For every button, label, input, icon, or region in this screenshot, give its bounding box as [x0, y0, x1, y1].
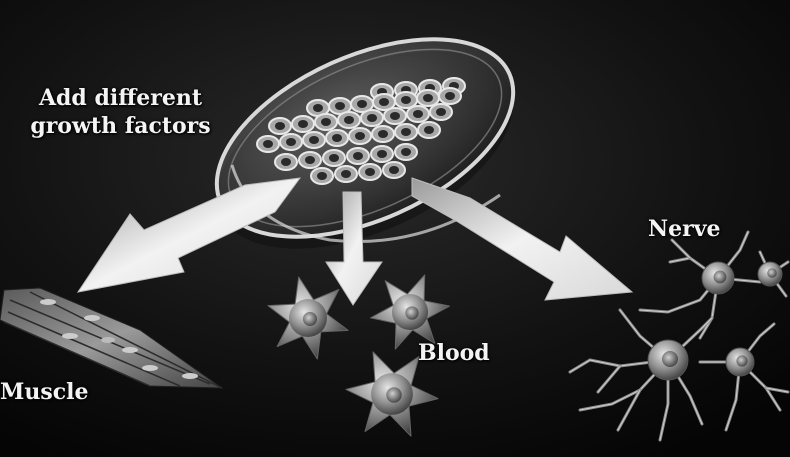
colony-cell — [292, 116, 314, 132]
colony-cell — [407, 106, 429, 122]
colony-cell — [303, 132, 325, 148]
colony-cell — [347, 148, 369, 164]
blood-label: Blood — [418, 339, 490, 367]
colony-cell — [371, 146, 393, 162]
colony-cell — [395, 124, 417, 140]
colony-cell — [430, 104, 452, 120]
colony-cell — [359, 164, 381, 180]
colony-cell — [338, 112, 360, 128]
instruction-label: Add different growth factors — [28, 84, 213, 140]
muscle-label: Muscle — [0, 378, 88, 406]
colony-cell — [315, 114, 337, 130]
colony-cell — [383, 162, 405, 178]
nerve-label: Nerve — [648, 215, 720, 243]
instruction-line-2: growth factors — [28, 112, 213, 140]
colony-cell — [439, 88, 461, 104]
colony-cell — [384, 108, 406, 124]
colony-cell — [311, 168, 333, 184]
colony-cell — [349, 128, 371, 144]
instruction-line-1: Add different — [28, 84, 213, 112]
colony-cell — [417, 90, 439, 106]
colony-cell — [299, 152, 321, 168]
colony-cell — [326, 130, 348, 146]
colony-cell — [323, 150, 345, 166]
colony-cell — [361, 110, 383, 126]
colony-cell — [335, 166, 357, 182]
colony-cell — [395, 144, 417, 160]
colony-cell — [275, 154, 297, 170]
colony-cell — [280, 134, 302, 150]
colony-cell — [372, 126, 394, 142]
colony-cell — [269, 118, 291, 134]
colony-cell — [418, 122, 440, 138]
colony-cell — [257, 136, 279, 152]
